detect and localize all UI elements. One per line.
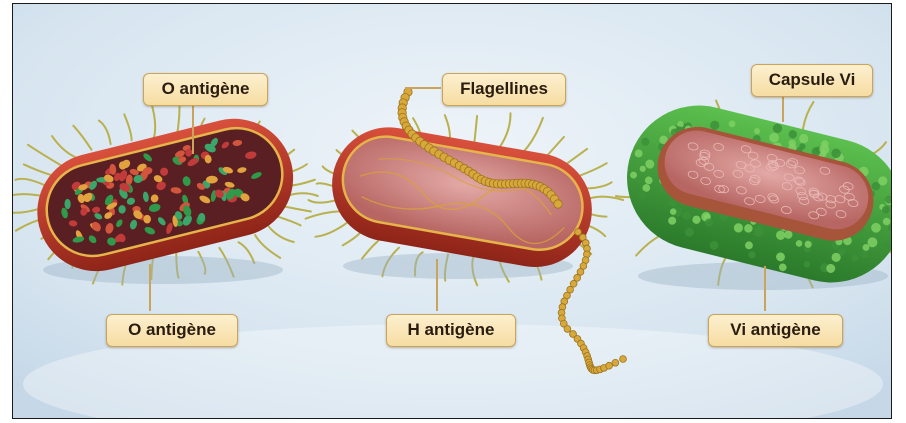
label-h-antigen: H antigène <box>386 314 516 347</box>
diagram-frame: O antigène O antigène Flagellines H anti… <box>12 3 892 419</box>
label-o-antigen-bottom: O antigène <box>106 314 238 347</box>
label-o-antigen-top: O antigène <box>143 73 268 106</box>
label-flagellines: Flagellines <box>442 73 566 106</box>
label-capsule-vi: Capsule Vi <box>751 64 873 97</box>
label-vi-antigen: Vi antigène <box>708 314 843 347</box>
